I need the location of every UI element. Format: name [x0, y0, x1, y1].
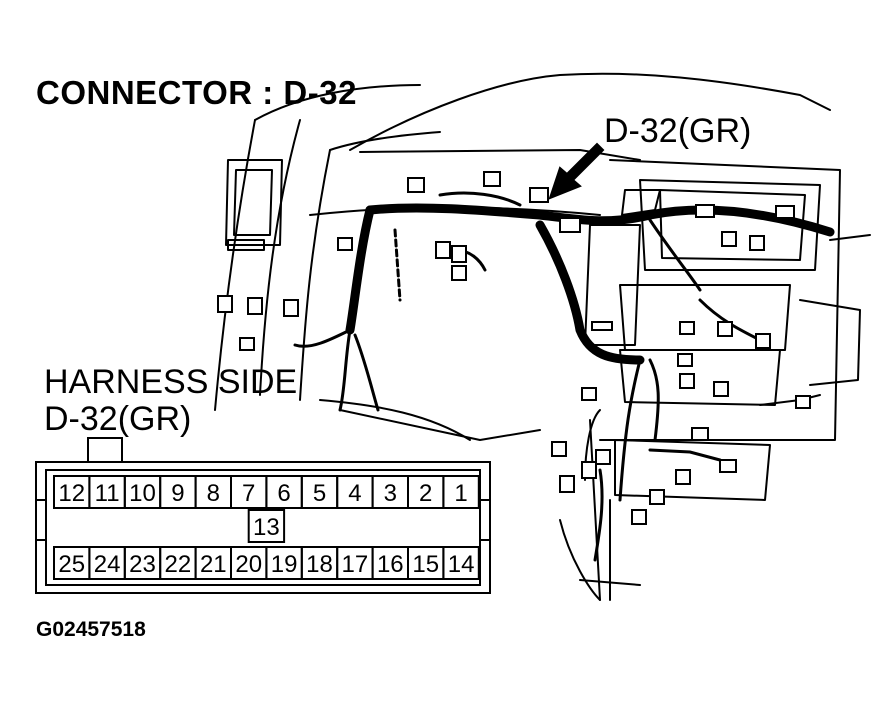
pin-25: 25 — [58, 551, 85, 578]
harness-connector-label: D-32(GR) — [44, 400, 192, 438]
pin-19: 19 — [271, 551, 298, 578]
callout-label: D-32(GR) — [604, 112, 752, 150]
connector-face — [35, 437, 491, 594]
pin-24: 24 — [94, 551, 121, 578]
pin-1-cell — [442, 475, 480, 509]
pin-13-cell — [247, 509, 286, 543]
pin-16: 16 — [377, 551, 404, 578]
pin-13: 13 — [253, 514, 280, 541]
pin-grid — [53, 475, 480, 580]
pin-5: 5 — [313, 480, 326, 507]
pin-6: 6 — [277, 480, 290, 507]
pin-18: 18 — [306, 551, 333, 578]
pin-20: 20 — [235, 551, 262, 578]
pin-2: 2 — [419, 480, 432, 507]
pin-7: 7 — [242, 480, 255, 507]
pin-15: 15 — [412, 551, 439, 578]
pin-17: 17 — [342, 551, 369, 578]
callout-arrow — [548, 142, 605, 200]
page-title: CONNECTOR : D-32 — [36, 74, 357, 111]
figure-code: G02457518 — [36, 618, 146, 641]
pin-9: 9 — [171, 480, 184, 507]
pin-14-cell — [442, 546, 480, 580]
pin-10: 10 — [129, 480, 156, 507]
pin-1: 1 — [454, 480, 467, 507]
pin-11: 11 — [95, 480, 120, 507]
pin-3: 3 — [384, 480, 397, 507]
pin-23: 23 — [129, 551, 156, 578]
pin-14: 14 — [448, 551, 475, 578]
pin-4: 4 — [348, 480, 361, 507]
pin-12: 12 — [58, 480, 85, 507]
pin-8: 8 — [207, 480, 220, 507]
pin-21: 21 — [200, 551, 227, 578]
pin-22: 22 — [165, 551, 192, 578]
harness-side-label: HARNESS SIDE — [44, 363, 298, 401]
